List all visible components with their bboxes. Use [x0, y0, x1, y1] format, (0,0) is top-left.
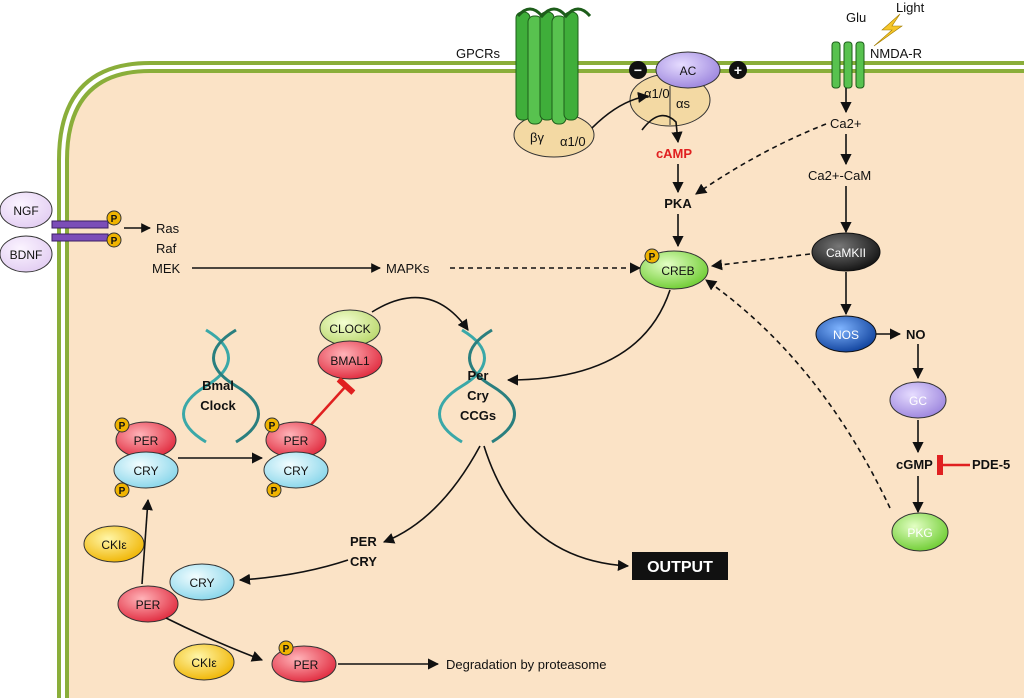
calcium-pathway: Ca2+ Ca2+-CaM CaMKII NOS NO GC cGMP PDE-… — [695, 88, 1010, 552]
raf-label: Raf — [156, 241, 177, 256]
ckie-label: CKIε — [191, 656, 217, 670]
cry-label: CRY — [283, 464, 308, 478]
ca-label: Ca2+ — [830, 116, 861, 131]
per-label: PER — [134, 434, 159, 448]
ca-cam-label: Ca2+-CaM — [808, 168, 871, 183]
gpcr-receptor: GPCRs βγ α1/0 — [456, 7, 595, 158]
ras-label: Ras — [156, 221, 180, 236]
phospho-label: P — [111, 214, 118, 225]
phospho-badge — [264, 417, 280, 433]
clock-bmal1-complex: CLOCK BMAL1 — [307, 296, 469, 429]
cell-interior — [66, 70, 1024, 698]
phospho-badge — [278, 640, 294, 656]
plus-sign-badge — [729, 61, 747, 79]
ac-node — [655, 51, 721, 89]
minus-sign-badge — [629, 61, 647, 79]
lightning-icon — [873, 13, 903, 47]
per-cry-complex-left: PER CRY P P — [113, 417, 179, 498]
output-label: OUTPUT — [647, 559, 713, 576]
cry-gene-label: Cry — [467, 388, 489, 403]
mapks-label: MAPKs — [386, 261, 430, 276]
dna-per-cry-ccgs: Per Cry CCGs — [438, 328, 516, 444]
bdnf-label: BDNF — [10, 248, 43, 262]
nmda-receptor: Glu Light NMDA-R — [831, 0, 925, 89]
cell-membrane — [57, 61, 1024, 698]
ccgs-label: CCGs — [460, 408, 496, 423]
clock-label: CLOCK — [329, 322, 370, 336]
ngf-label: NGF — [13, 204, 38, 218]
ac-label: AC — [680, 64, 697, 78]
bdnf-node — [0, 235, 53, 273]
bmal1-label: BMAL1 — [330, 354, 370, 368]
phospho-label: P — [269, 421, 276, 432]
phospho-label: P — [111, 236, 118, 247]
dna-bmal-clock: Bmal Clock — [182, 328, 260, 444]
camp-label: cAMP — [656, 146, 692, 161]
beta-gamma-label: βγ — [530, 130, 544, 145]
cry-out-label: CRY — [350, 554, 377, 569]
phospho-badge — [644, 248, 660, 264]
camp-pathway: cAMP PKA CREB P — [591, 91, 709, 290]
gc-label: GC — [909, 394, 927, 408]
per-out-label: PER — [350, 534, 377, 549]
growth-factor-receptors: NGF BDNF P P Ras Raf MEK MAPKs — [0, 191, 642, 276]
cry-node — [169, 563, 235, 601]
creb-label: CREB — [661, 264, 694, 278]
cry-node — [263, 451, 329, 489]
degradation-label: Degradation by proteasome — [446, 657, 606, 672]
phospho-badge — [266, 482, 282, 498]
cell-membrane-inner — [65, 69, 1024, 698]
gc-node — [889, 381, 947, 419]
pkg-label: PKG — [907, 526, 932, 540]
phospho-label: P — [283, 644, 290, 655]
phospho-label: P — [271, 486, 278, 497]
light-label: Light — [896, 0, 925, 15]
phospho-badge — [106, 232, 122, 248]
pkg-node — [891, 512, 949, 552]
clock-gene-label: Clock — [200, 398, 236, 413]
alpha-io-label: α1/0 — [560, 134, 586, 149]
ckie-label: CKIε — [101, 538, 127, 552]
phospho-label: P — [119, 486, 126, 497]
ngf-node — [0, 191, 53, 229]
adenylyl-cyclase: AC α1/0 αs − + — [629, 51, 747, 127]
pde5-label: PDE-5 — [972, 457, 1010, 472]
plus-sign: + — [734, 62, 742, 78]
per-label: PER — [136, 598, 161, 612]
pka-label: PKA — [664, 196, 692, 211]
phospho-badge — [114, 417, 130, 433]
per-label: PER — [284, 434, 309, 448]
ckie-node — [173, 643, 235, 681]
ckie-node — [83, 525, 145, 563]
ac-alpha-io-label: α1/0 — [644, 86, 670, 101]
no-label: NO — [906, 327, 926, 342]
ac-alpha-s-label: αs — [676, 96, 691, 111]
cry-label: CRY — [189, 576, 214, 590]
mek-label: MEK — [152, 261, 181, 276]
per-gene-label: Per — [468, 368, 489, 383]
per-node — [117, 585, 179, 623]
gpcrs-label: GPCRs — [456, 46, 501, 61]
bmal-gene-label: Bmal — [202, 378, 234, 393]
genes-to-output-arrow — [483, 445, 630, 572]
cry-label: CRY — [133, 464, 158, 478]
phospho-badge — [114, 482, 130, 498]
phospho-label: P — [119, 421, 126, 432]
per-label: PER — [294, 658, 319, 672]
phospho-label: P — [649, 252, 656, 263]
creb-to-genes-arrow — [506, 289, 671, 386]
cry-node — [113, 451, 179, 489]
genes-to-per-cry-arrow — [382, 445, 481, 544]
nos-label: NOS — [833, 328, 859, 342]
glu-label: Glu — [846, 10, 866, 25]
output-box — [632, 552, 728, 580]
minus-sign: − — [634, 62, 642, 78]
cgmp-label: cGMP — [896, 457, 933, 472]
nmda-r-label: NMDA-R — [870, 46, 922, 61]
camkii-node — [811, 232, 881, 272]
phospho-badge — [106, 210, 122, 226]
camkii-label: CaMKII — [826, 246, 866, 260]
per-cry-complex-nuclear: PER CRY P P — [263, 417, 329, 498]
